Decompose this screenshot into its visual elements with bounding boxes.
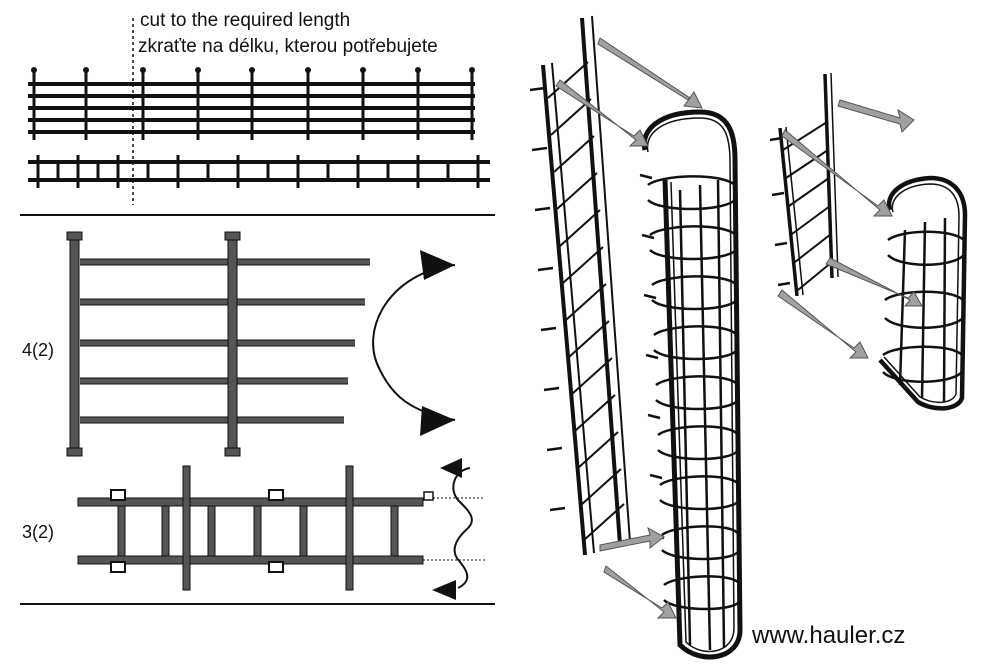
large-cage (639, 109, 743, 660)
bend-arrow-small (432, 458, 473, 600)
small-assembly-arrows (777, 99, 923, 359)
cut-instruction-en: cut to the required length (140, 10, 351, 31)
cut-length-ladder-strip (28, 155, 490, 188)
small-ladder (769, 72, 839, 297)
ladder-part (77, 465, 485, 591)
small-cage (878, 175, 968, 411)
website-link[interactable]: www.hauler.cz (752, 622, 906, 649)
part-label-ladder: 3(2) (22, 522, 55, 542)
bend-arrow-large (372, 250, 456, 436)
cut-instruction-cz: zkraťte na délku, kterou potřebujete (138, 36, 438, 57)
part-label-hoop: 4(2) (22, 340, 55, 360)
large-assembly-arrows (555, 37, 703, 619)
cut-length-hoop-strip (28, 67, 475, 140)
hoop-frame-part (66, 231, 370, 457)
